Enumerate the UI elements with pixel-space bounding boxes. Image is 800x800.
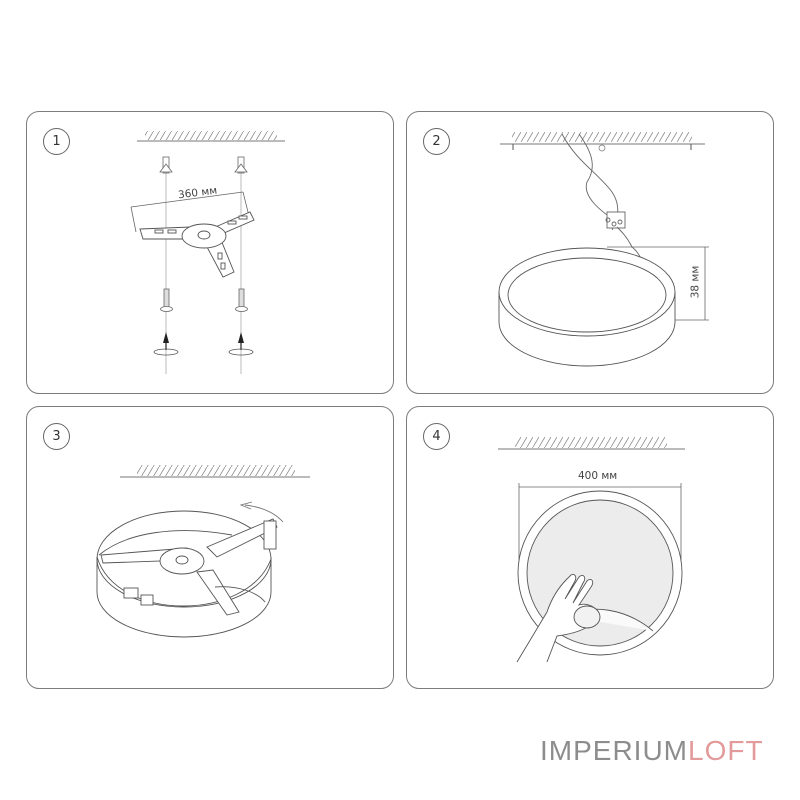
dimension-label: 400 мм bbox=[578, 470, 618, 482]
step-4-panel: 4 400 мм bbox=[406, 406, 774, 689]
dimension-label: 38 мм bbox=[689, 265, 702, 299]
lamp-body-icon bbox=[498, 247, 676, 367]
hand-icon bbox=[516, 574, 601, 663]
step-number-badge: 2 bbox=[423, 128, 450, 155]
step-2-panel: 2 38 мм bbox=[406, 111, 774, 394]
ceiling-icon bbox=[120, 465, 310, 478]
step-2-illustration bbox=[498, 132, 709, 367]
rotate-arrow-icon bbox=[153, 332, 254, 356]
brand-logo-part1: IMPERIUM bbox=[540, 735, 688, 766]
rotation-arrow-icon bbox=[239, 501, 284, 523]
step-1-illustration bbox=[130, 131, 285, 374]
step-3-illustration bbox=[96, 465, 310, 638]
lamp-with-bracket-icon bbox=[96, 510, 278, 638]
wire-connector-icon bbox=[561, 133, 650, 271]
screw-icon bbox=[160, 288, 248, 312]
step-1-panel: 1 bbox=[26, 111, 394, 394]
brand-logo: IMPERIUMLOFT bbox=[540, 735, 764, 767]
step-number-badge: 4 bbox=[423, 423, 450, 450]
step-3-panel: 3 bbox=[26, 406, 394, 689]
mounting-bracket-icon bbox=[139, 211, 255, 278]
wall-plug-icon bbox=[159, 156, 248, 174]
step-4-illustration bbox=[498, 437, 685, 663]
ceiling-icon bbox=[500, 132, 705, 152]
brand-logo-part2: LOFT bbox=[688, 735, 764, 766]
step-number-badge: 1 bbox=[43, 128, 70, 155]
step-number-badge: 3 bbox=[43, 423, 70, 450]
ceiling-icon bbox=[137, 131, 285, 142]
ceiling-icon bbox=[498, 437, 685, 450]
